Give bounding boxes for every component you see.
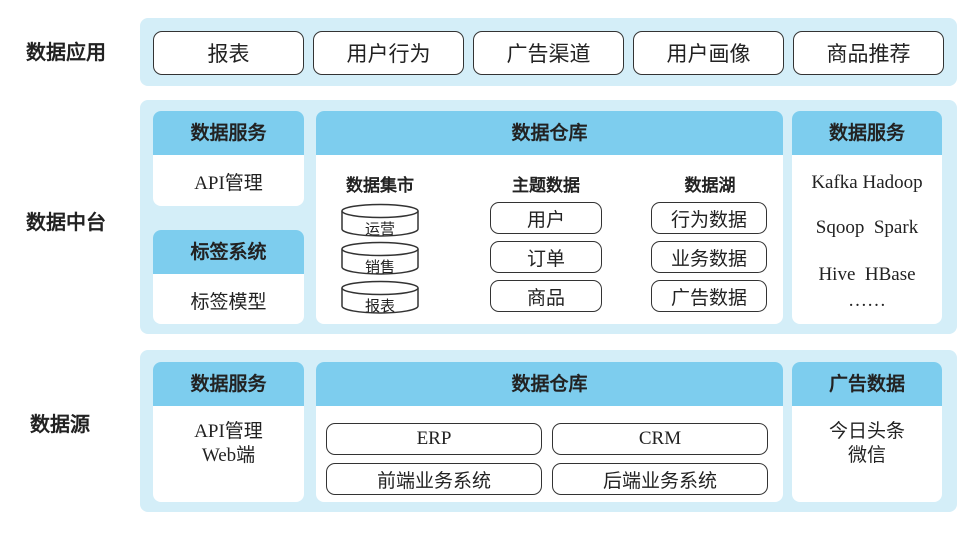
topic-data-item-order: 订单 — [490, 241, 602, 273]
source-system-erp: ERP — [326, 423, 542, 455]
data-lake-item-business: 业务数据 — [651, 241, 767, 273]
topic-data-item-product: 商品 — [490, 280, 602, 312]
app-item-user-profile: 用户画像 — [633, 31, 784, 75]
topic-data-title: 主题数据 — [512, 176, 580, 196]
platform-data-warehouse-header: 数据仓库 — [316, 111, 783, 155]
data-mart-item-sales: 销售 — [340, 241, 420, 276]
row-label-data-application: 数据应用 — [26, 40, 106, 64]
source-data-service-panel: 数据服务 API管理 Web端 — [153, 362, 304, 502]
source-advertising-panel: 广告数据 今日头条 微信 — [792, 362, 942, 502]
source-api-management: API管理 — [194, 421, 263, 442]
tag-system-header: 标签系统 — [153, 230, 304, 274]
data-mart-title: 数据集市 — [346, 176, 414, 196]
data-lake-title: 数据湖 — [684, 176, 736, 196]
source-advertising-header: 广告数据 — [792, 362, 942, 406]
source-data-warehouse-header: 数据仓库 — [316, 362, 783, 406]
source-data-service-header: 数据服务 — [153, 362, 304, 406]
source-system-frontend-business: 前端业务系统 — [326, 463, 542, 495]
database-cylinder-icon — [341, 203, 419, 237]
row-label-data-middle-platform: 数据中台 — [26, 210, 106, 234]
data-mart-item-label: 运营 — [364, 222, 395, 238]
app-item-product-recommendation: 商品推荐 — [793, 31, 944, 75]
source-system-backend-business: 后端业务系统 — [552, 463, 768, 495]
tech-line-sqoop-spark: Sqoop Spark — [815, 217, 919, 238]
database-cylinder-icon — [341, 280, 419, 314]
app-item-user-behavior: 用户行为 — [313, 31, 464, 75]
platform-tech-service-panel: 数据服务 — [792, 111, 942, 324]
row-label-data-source: 数据源 — [30, 412, 90, 436]
platform-tech-service-header: 数据服务 — [792, 111, 942, 155]
data-mart-item-report: 报表 — [340, 280, 420, 315]
source-system-crm: CRM — [552, 423, 768, 455]
data-lake-item-behavior: 行为数据 — [651, 202, 767, 234]
tech-line-kafka-hadoop: Kafka Hadoop — [811, 172, 923, 193]
data-mart-item-label: 销售 — [364, 260, 395, 276]
platform-data-service-panel: 数据服务 API管理 — [153, 111, 304, 206]
ad-source-toutiao: 今日头条 — [828, 421, 905, 442]
app-item-report: 报表 — [153, 31, 304, 75]
tech-line-hive-hbase: Hive HBase — [818, 264, 916, 285]
database-cylinder-icon — [341, 241, 419, 275]
platform-data-service-header: 数据服务 — [153, 111, 304, 155]
ad-source-wechat: 微信 — [847, 445, 886, 466]
source-web-client: Web端 — [201, 445, 256, 466]
app-item-ad-channel: 广告渠道 — [473, 31, 624, 75]
data-mart-item-operations: 运营 — [340, 203, 420, 238]
tech-line-ellipsis: …… — [848, 290, 886, 311]
data-mart-item-label: 报表 — [364, 299, 395, 315]
data-lake-item-advertising: 广告数据 — [651, 280, 767, 312]
platform-api-management: API管理 — [194, 173, 263, 194]
tag-system-panel: 标签系统 标签模型 — [153, 230, 304, 324]
tag-model: 标签模型 — [190, 292, 267, 313]
topic-data-item-user: 用户 — [490, 202, 602, 234]
